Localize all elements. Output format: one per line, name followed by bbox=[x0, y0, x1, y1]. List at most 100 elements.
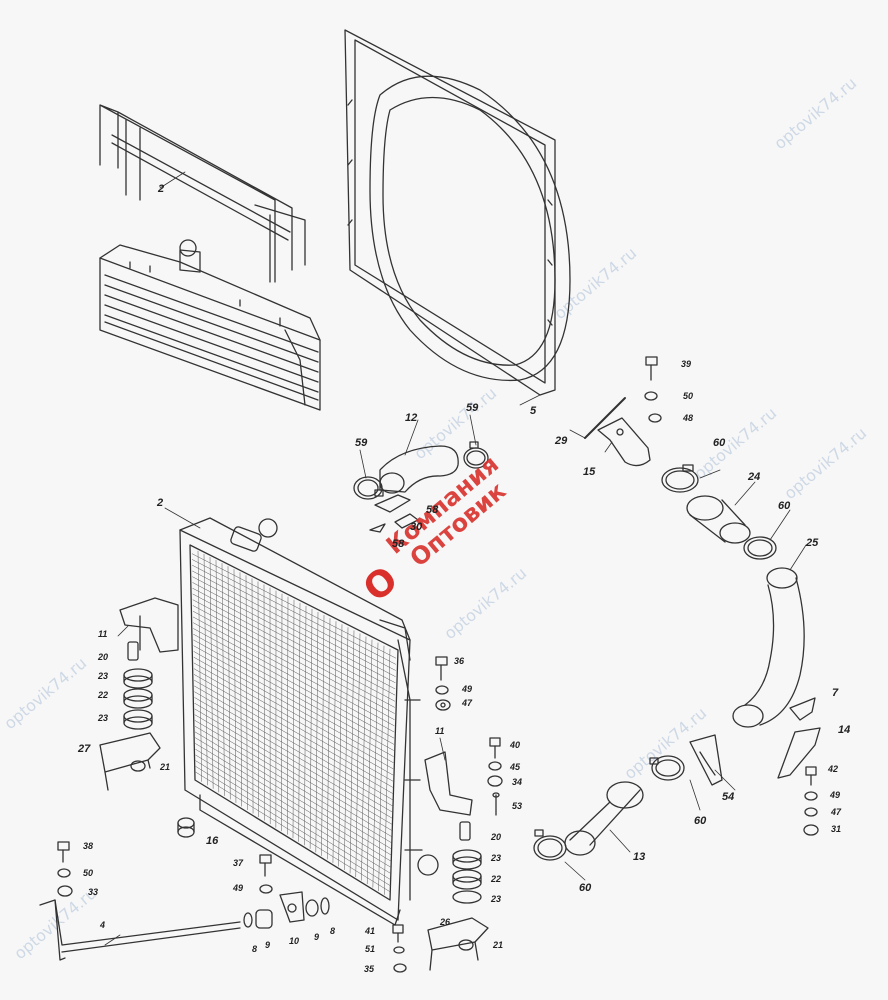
bolt-36 bbox=[435, 656, 448, 681]
core-tube bbox=[194, 731, 392, 850]
bolt-38 bbox=[57, 841, 70, 863]
core-tube bbox=[193, 634, 394, 745]
clamp-59-right bbox=[463, 441, 489, 469]
core-tube bbox=[192, 599, 395, 708]
bolt-39 bbox=[645, 356, 658, 381]
label-part-25: 25 bbox=[805, 537, 819, 549]
leader-lines bbox=[104, 171, 807, 946]
washer-49-far bbox=[804, 791, 818, 801]
core-tube bbox=[195, 754, 391, 874]
core-tube bbox=[195, 766, 391, 886]
label-part-60: 60 bbox=[778, 500, 791, 512]
core-tube bbox=[194, 691, 393, 806]
label-part-11: 11 bbox=[98, 629, 107, 639]
elbow-15 bbox=[597, 417, 651, 467]
bracket-7 bbox=[789, 697, 816, 721]
watermark-text: optovik74.ru bbox=[550, 243, 640, 323]
label-part-40: 40 bbox=[509, 740, 520, 750]
label-part-34: 34 bbox=[512, 777, 522, 787]
label-part-15: 15 bbox=[583, 466, 596, 478]
bolt-41 bbox=[392, 924, 404, 943]
brand-logo-letter: О bbox=[356, 559, 406, 610]
bracket-14 bbox=[777, 727, 821, 779]
core-tube bbox=[192, 576, 396, 683]
core-tube bbox=[193, 622, 395, 733]
label-part-33: 33 bbox=[88, 887, 98, 897]
washer-49-right bbox=[435, 685, 449, 695]
washer-49-bottom bbox=[259, 884, 273, 894]
pipe-25 bbox=[732, 567, 805, 728]
label-part-24: 24 bbox=[747, 471, 760, 483]
core-tube bbox=[192, 570, 396, 677]
washer-50-left bbox=[57, 868, 71, 878]
fan-shroud bbox=[344, 29, 571, 396]
core-tube bbox=[193, 674, 393, 788]
left-mount-stack bbox=[123, 641, 153, 730]
label-part-14: 14 bbox=[838, 724, 850, 736]
watermark-text: optovik74.ru bbox=[620, 703, 710, 783]
core-tube bbox=[193, 662, 394, 776]
bolt-37 bbox=[259, 854, 272, 877]
watermark-text: optovik74.ru bbox=[690, 403, 780, 483]
clamp-60-lower bbox=[649, 755, 685, 781]
label-part-22: 22 bbox=[490, 874, 501, 884]
core-tube bbox=[191, 559, 396, 665]
core-tube bbox=[194, 680, 393, 794]
main-radiator bbox=[179, 517, 439, 926]
core-tube bbox=[192, 582, 396, 690]
label-part-37: 37 bbox=[233, 858, 244, 868]
core-tube bbox=[195, 749, 391, 868]
label-part-54: 54 bbox=[722, 791, 734, 803]
nut-35 bbox=[393, 963, 407, 973]
radiator-inset bbox=[99, 239, 321, 411]
label-part-53: 53 bbox=[512, 801, 522, 811]
core-tube bbox=[193, 645, 394, 757]
label-part-11: 11 bbox=[435, 726, 444, 736]
label-part-4: 4 bbox=[99, 920, 105, 930]
label-part-21: 21 bbox=[159, 762, 170, 772]
core-tube bbox=[194, 703, 393, 819]
label-part-41: 41 bbox=[364, 926, 375, 936]
core-tube bbox=[195, 743, 392, 862]
label-part-49: 49 bbox=[232, 883, 243, 893]
label-part-22: 22 bbox=[97, 690, 108, 700]
label-part-8: 8 bbox=[330, 926, 335, 936]
label-part-49: 49 bbox=[829, 790, 840, 800]
label-part-58: 58 bbox=[392, 538, 405, 550]
label-part-36: 36 bbox=[454, 656, 465, 666]
rod-end-parts bbox=[243, 891, 330, 929]
label-part-2: 2 bbox=[156, 497, 163, 509]
left-mount-bracket bbox=[119, 597, 179, 653]
label-part-9: 9 bbox=[314, 932, 319, 942]
bolt-42 bbox=[805, 766, 817, 786]
core-tube bbox=[192, 616, 395, 727]
label-part-47: 47 bbox=[461, 698, 473, 708]
label-part-35: 35 bbox=[364, 964, 375, 974]
label-part-5: 5 bbox=[530, 405, 537, 417]
core-tube bbox=[193, 628, 395, 739]
core-tube bbox=[194, 708, 393, 825]
label-part-42: 42 bbox=[827, 764, 838, 774]
label-part-12: 12 bbox=[405, 412, 417, 424]
radiator-core bbox=[191, 550, 397, 895]
label-part-45: 45 bbox=[509, 762, 521, 772]
label-part-50: 50 bbox=[683, 391, 693, 401]
clamp-60-mid bbox=[743, 536, 777, 560]
right-mount-stack bbox=[452, 821, 482, 904]
label-part-21: 21 bbox=[492, 940, 503, 950]
label-part-23: 23 bbox=[490, 853, 501, 863]
core-tube bbox=[195, 737, 392, 856]
label-part-20: 20 bbox=[490, 832, 501, 842]
label-part-20: 20 bbox=[97, 652, 108, 662]
watermark-text: optovik74.ru bbox=[770, 73, 860, 153]
watermark-text: optovik74.ru bbox=[440, 563, 530, 643]
label-part-59: 59 bbox=[466, 402, 479, 414]
core-tube bbox=[195, 772, 391, 893]
left-support-bracket-27 bbox=[99, 732, 161, 791]
label-part-23: 23 bbox=[97, 713, 108, 723]
label-part-60: 60 bbox=[694, 815, 707, 827]
nut-47-far bbox=[804, 807, 818, 817]
label-part-29: 29 bbox=[554, 435, 568, 447]
core-tube bbox=[194, 726, 392, 843]
